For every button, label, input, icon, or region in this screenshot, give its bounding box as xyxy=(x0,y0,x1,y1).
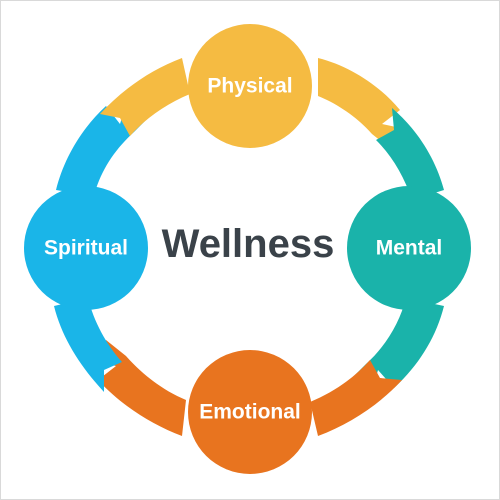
node-physical: Physical xyxy=(188,24,312,148)
node-spiritual-label: Spiritual xyxy=(44,237,128,260)
node-mental: Mental xyxy=(347,186,471,310)
node-mental-label: Mental xyxy=(376,237,443,260)
node-spiritual: Spiritual xyxy=(24,186,148,310)
center-title: Wellness xyxy=(162,222,335,266)
node-emotional-circle xyxy=(188,350,312,474)
node-emotional: Emotional xyxy=(188,350,312,474)
arrow-emotional-entry xyxy=(310,360,402,436)
node-spiritual-circle xyxy=(24,186,148,310)
arrow-physical-entry xyxy=(100,58,190,136)
node-emotional-label: Emotional xyxy=(199,401,301,424)
node-physical-label: Physical xyxy=(207,75,292,98)
node-physical-circle xyxy=(188,24,312,148)
cycle-arrows xyxy=(54,58,444,436)
arrow-spiritual-entry xyxy=(54,298,122,392)
arrow-physical-to-mental xyxy=(318,58,410,150)
node-mental-circle xyxy=(347,186,471,310)
arrow-mental-entry xyxy=(376,108,444,200)
